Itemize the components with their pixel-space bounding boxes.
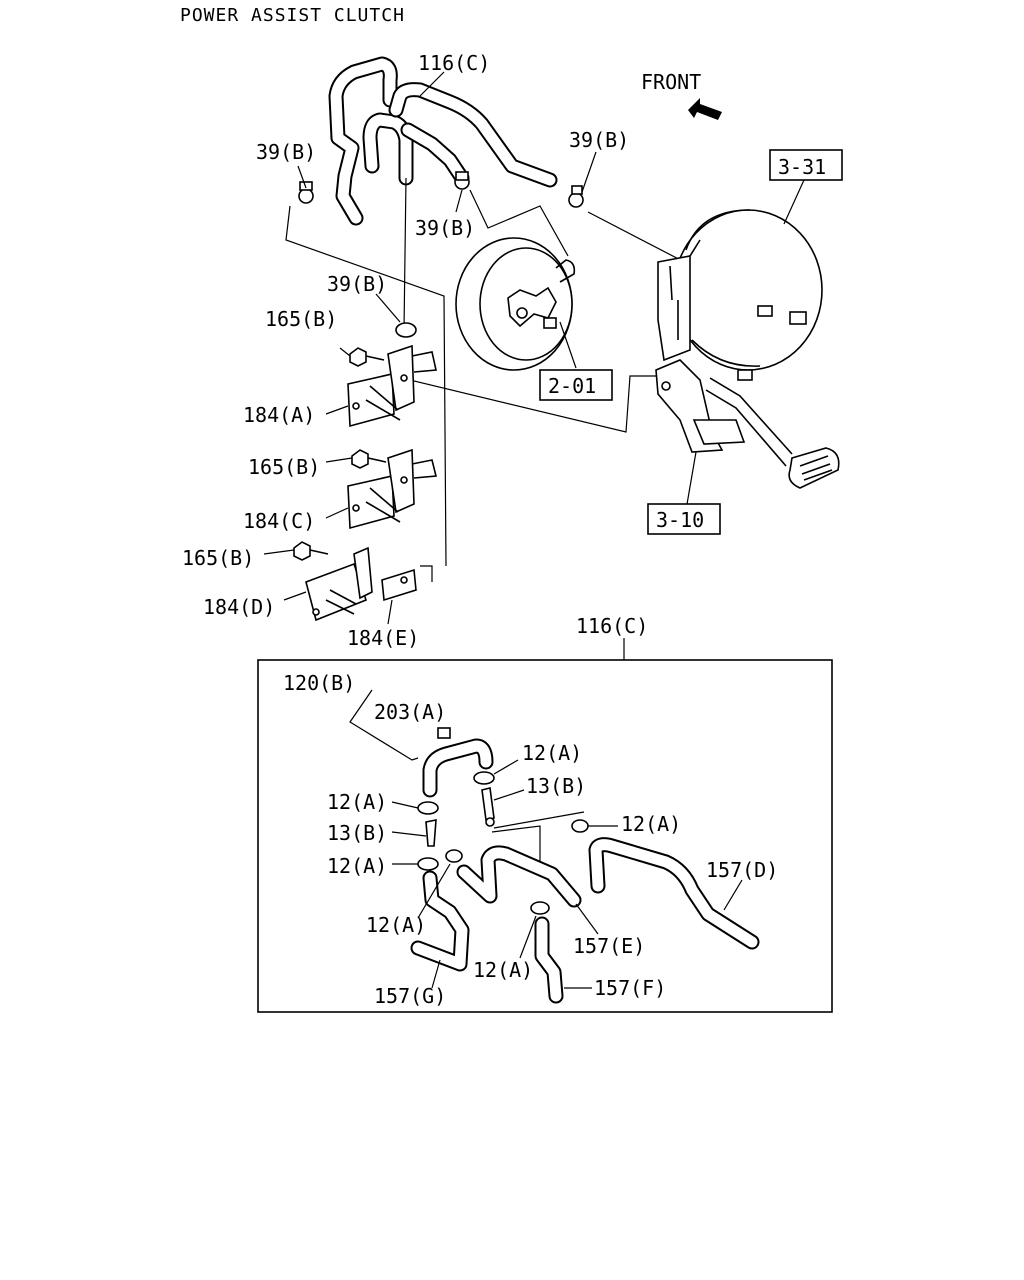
label-12a-2: 12(A) (327, 790, 387, 814)
label-165b-3: 165(B) (182, 546, 254, 570)
label-157d: 157(D) (706, 858, 778, 882)
ref-box-331[interactable] (769, 149, 843, 181)
pipe-120b (422, 738, 494, 798)
clamp-12a-4 (445, 849, 463, 863)
label-39b-mid: 39(B) (415, 216, 475, 240)
ref-box-310[interactable] (647, 503, 721, 535)
fitting-13b-2 (425, 819, 437, 847)
hose-157e (456, 845, 582, 908)
hose-assembly-116c (328, 56, 558, 226)
label-157g: 157(G) (374, 984, 446, 1008)
power-assist-unit-331 (657, 209, 823, 371)
diagram-title: POWER ASSIST CLUTCH (180, 5, 405, 26)
label-184e: 184(E) (347, 626, 419, 650)
label-203a: 203(A) (374, 700, 446, 724)
bracket-184d (305, 546, 373, 622)
label-12a-1: 12(A) (522, 741, 582, 765)
ref-310: 3-10 (656, 508, 704, 532)
clamp-12a-5 (571, 819, 589, 833)
cap-203a (437, 727, 451, 739)
hose-157f (534, 916, 564, 1004)
label-39b-right: 39(B) (569, 128, 629, 152)
clutch-booster-201 (455, 237, 576, 371)
label-157f: 157(F) (594, 976, 666, 1000)
bolt-165b-2 (351, 449, 387, 469)
bracket-184a (347, 344, 437, 428)
label-12a-3: 12(A) (327, 854, 387, 878)
label-165b-2: 165(B) (248, 455, 320, 479)
ref-box-201[interactable] (539, 369, 613, 401)
clamp-39b-lower (395, 322, 417, 338)
bolt-165b-1 (349, 347, 385, 367)
bolt-165b-3 (293, 541, 329, 561)
hose-157d (588, 837, 760, 950)
label-165b-1: 165(B) (265, 307, 337, 331)
label-184d: 184(D) (203, 595, 275, 619)
bracket-184e (381, 568, 417, 602)
clamp-12a-2 (417, 801, 439, 815)
label-39b-lower: 39(B) (327, 272, 387, 296)
label-184a: 184(A) (243, 403, 315, 427)
clamp-39b-left (298, 181, 314, 204)
hose-157g (410, 870, 470, 972)
label-12a-5: 12(A) (621, 812, 681, 836)
label-39b-left: 39(B) (256, 140, 316, 164)
label-120b: 120(B) (283, 671, 355, 695)
label-12a-6: 12(A) (473, 958, 533, 982)
clamp-12a-6 (530, 901, 550, 915)
clamp-12a-1 (473, 771, 495, 785)
front-label: FRONT (641, 70, 701, 94)
front-arrow-icon (688, 98, 722, 120)
ref-331: 3-31 (778, 155, 826, 179)
clamp-12a-3 (417, 857, 439, 871)
clutch-pedal-bracket-310 (655, 359, 840, 489)
fitting-13b-1 (481, 787, 495, 827)
ref-201: 2-01 (548, 374, 596, 398)
label-116c-detail: 116(C) (576, 614, 648, 638)
label-13b-2: 13(B) (327, 821, 387, 845)
label-116c-top: 116(C) (418, 51, 490, 75)
clamp-39b-right (568, 185, 584, 208)
bracket-184c (347, 448, 438, 530)
label-13b-1: 13(B) (526, 774, 586, 798)
clamp-39b-upper (454, 171, 470, 190)
label-157e: 157(E) (573, 934, 645, 958)
label-184c: 184(C) (243, 509, 315, 533)
label-12a-4: 12(A) (366, 913, 426, 937)
